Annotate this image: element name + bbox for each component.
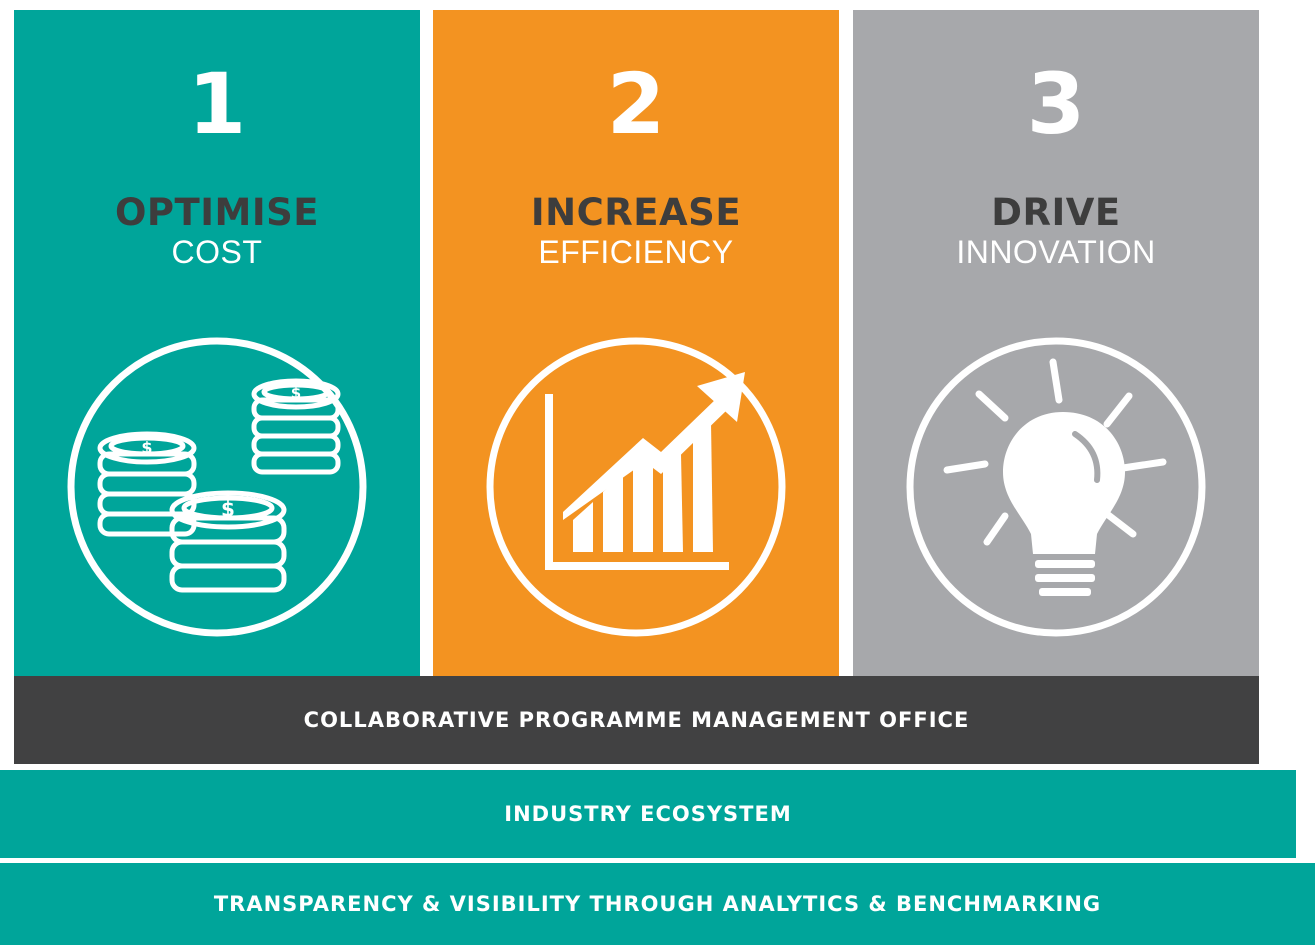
coins-icon: $ $ $ — [67, 337, 367, 637]
pillar-heading: INCREASE — [530, 191, 742, 234]
pillar-subheading: EFFICIENCY — [538, 234, 734, 270]
pillar-optimise-cost: 1 OPTIMISE COST — [14, 10, 420, 676]
pillar-number: 3 — [1026, 55, 1086, 153]
svg-text:$: $ — [141, 438, 152, 457]
growth-chart-icon — [486, 337, 786, 637]
pillar-subheading: INNOVATION — [956, 234, 1156, 270]
pillar-drive-innovation: 3 DRIVE INNOVATION — [853, 10, 1259, 676]
foundation-bar-analytics: TRANSPARENCY & VISIBILITY THROUGH ANALYT… — [0, 863, 1315, 945]
pillar-heading: OPTIMISE — [114, 191, 320, 234]
pillar-heading: DRIVE — [991, 191, 1121, 234]
pillar-number: 2 — [606, 55, 666, 153]
svg-text:$: $ — [221, 497, 235, 521]
pillar-subheading: COST — [171, 234, 263, 270]
foundation-bar-pmo: COLLABORATIVE PROGRAMME MANAGEMENT OFFIC… — [14, 676, 1259, 764]
pillar-increase-efficiency: 2 INCREASE EFFICIENCY — [433, 10, 839, 676]
pillar-number: 1 — [187, 55, 247, 153]
lightbulb-icon — [906, 337, 1206, 637]
svg-text:$: $ — [291, 384, 301, 402]
foundation-bar-ecosystem: INDUSTRY ECOSYSTEM — [0, 770, 1296, 858]
